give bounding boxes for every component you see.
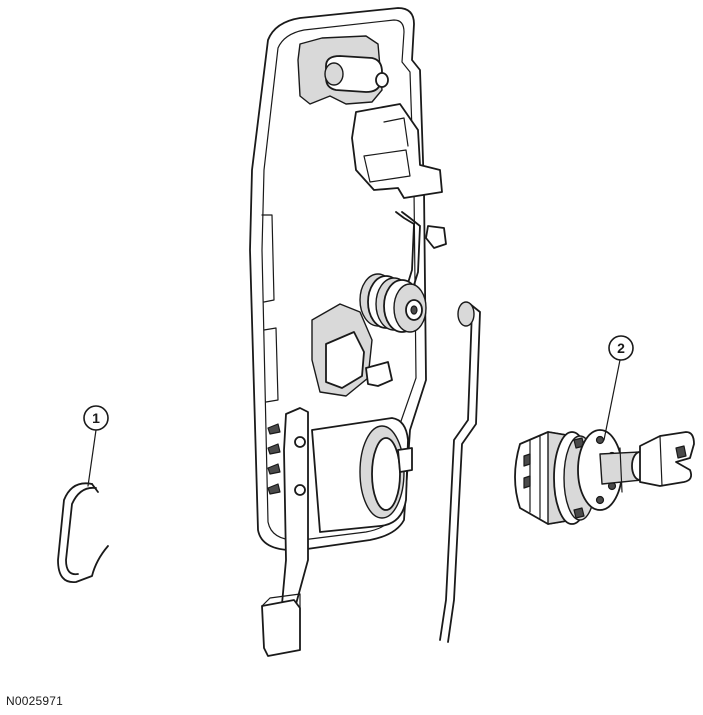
callout-1-label: 1 [92,410,100,426]
spring-tab [365,361,393,387]
mounting-bracket [281,407,309,605]
upper-pivot-end [324,62,344,86]
callout-2: 2 [603,335,634,441]
actuator-rod-2 [447,303,481,643]
housing-rim-detail-2 [263,327,279,403]
callout-1: 1 [83,405,109,487]
lever-arm-detail [363,149,411,183]
lever-arm-edge [383,117,409,147]
latch-cam-face [325,331,365,389]
callout-2-label: 2 [617,340,625,356]
actuator-rod [439,303,473,641]
handle-housing-inner [261,19,417,541]
lock-cylinder [514,429,695,525]
linkage-clip [425,225,447,249]
return-spring [359,273,427,333]
actuator-rod-clip [457,301,475,327]
housing-rim-detail [261,214,275,303]
rod-connector-top [261,593,301,609]
retaining-clip [57,482,109,583]
bracket-hole-upper [294,436,306,448]
housing-teeth [267,423,281,495]
upper-pivot-bolt [375,72,389,88]
lock-housing-tab [397,447,413,473]
rod-connector [261,599,301,657]
figure-id: N0025971 [6,694,63,708]
lock-housing-bore-inner [371,437,401,511]
bracket-hole-lower [294,484,306,496]
door-handle-assembly [249,7,481,657]
